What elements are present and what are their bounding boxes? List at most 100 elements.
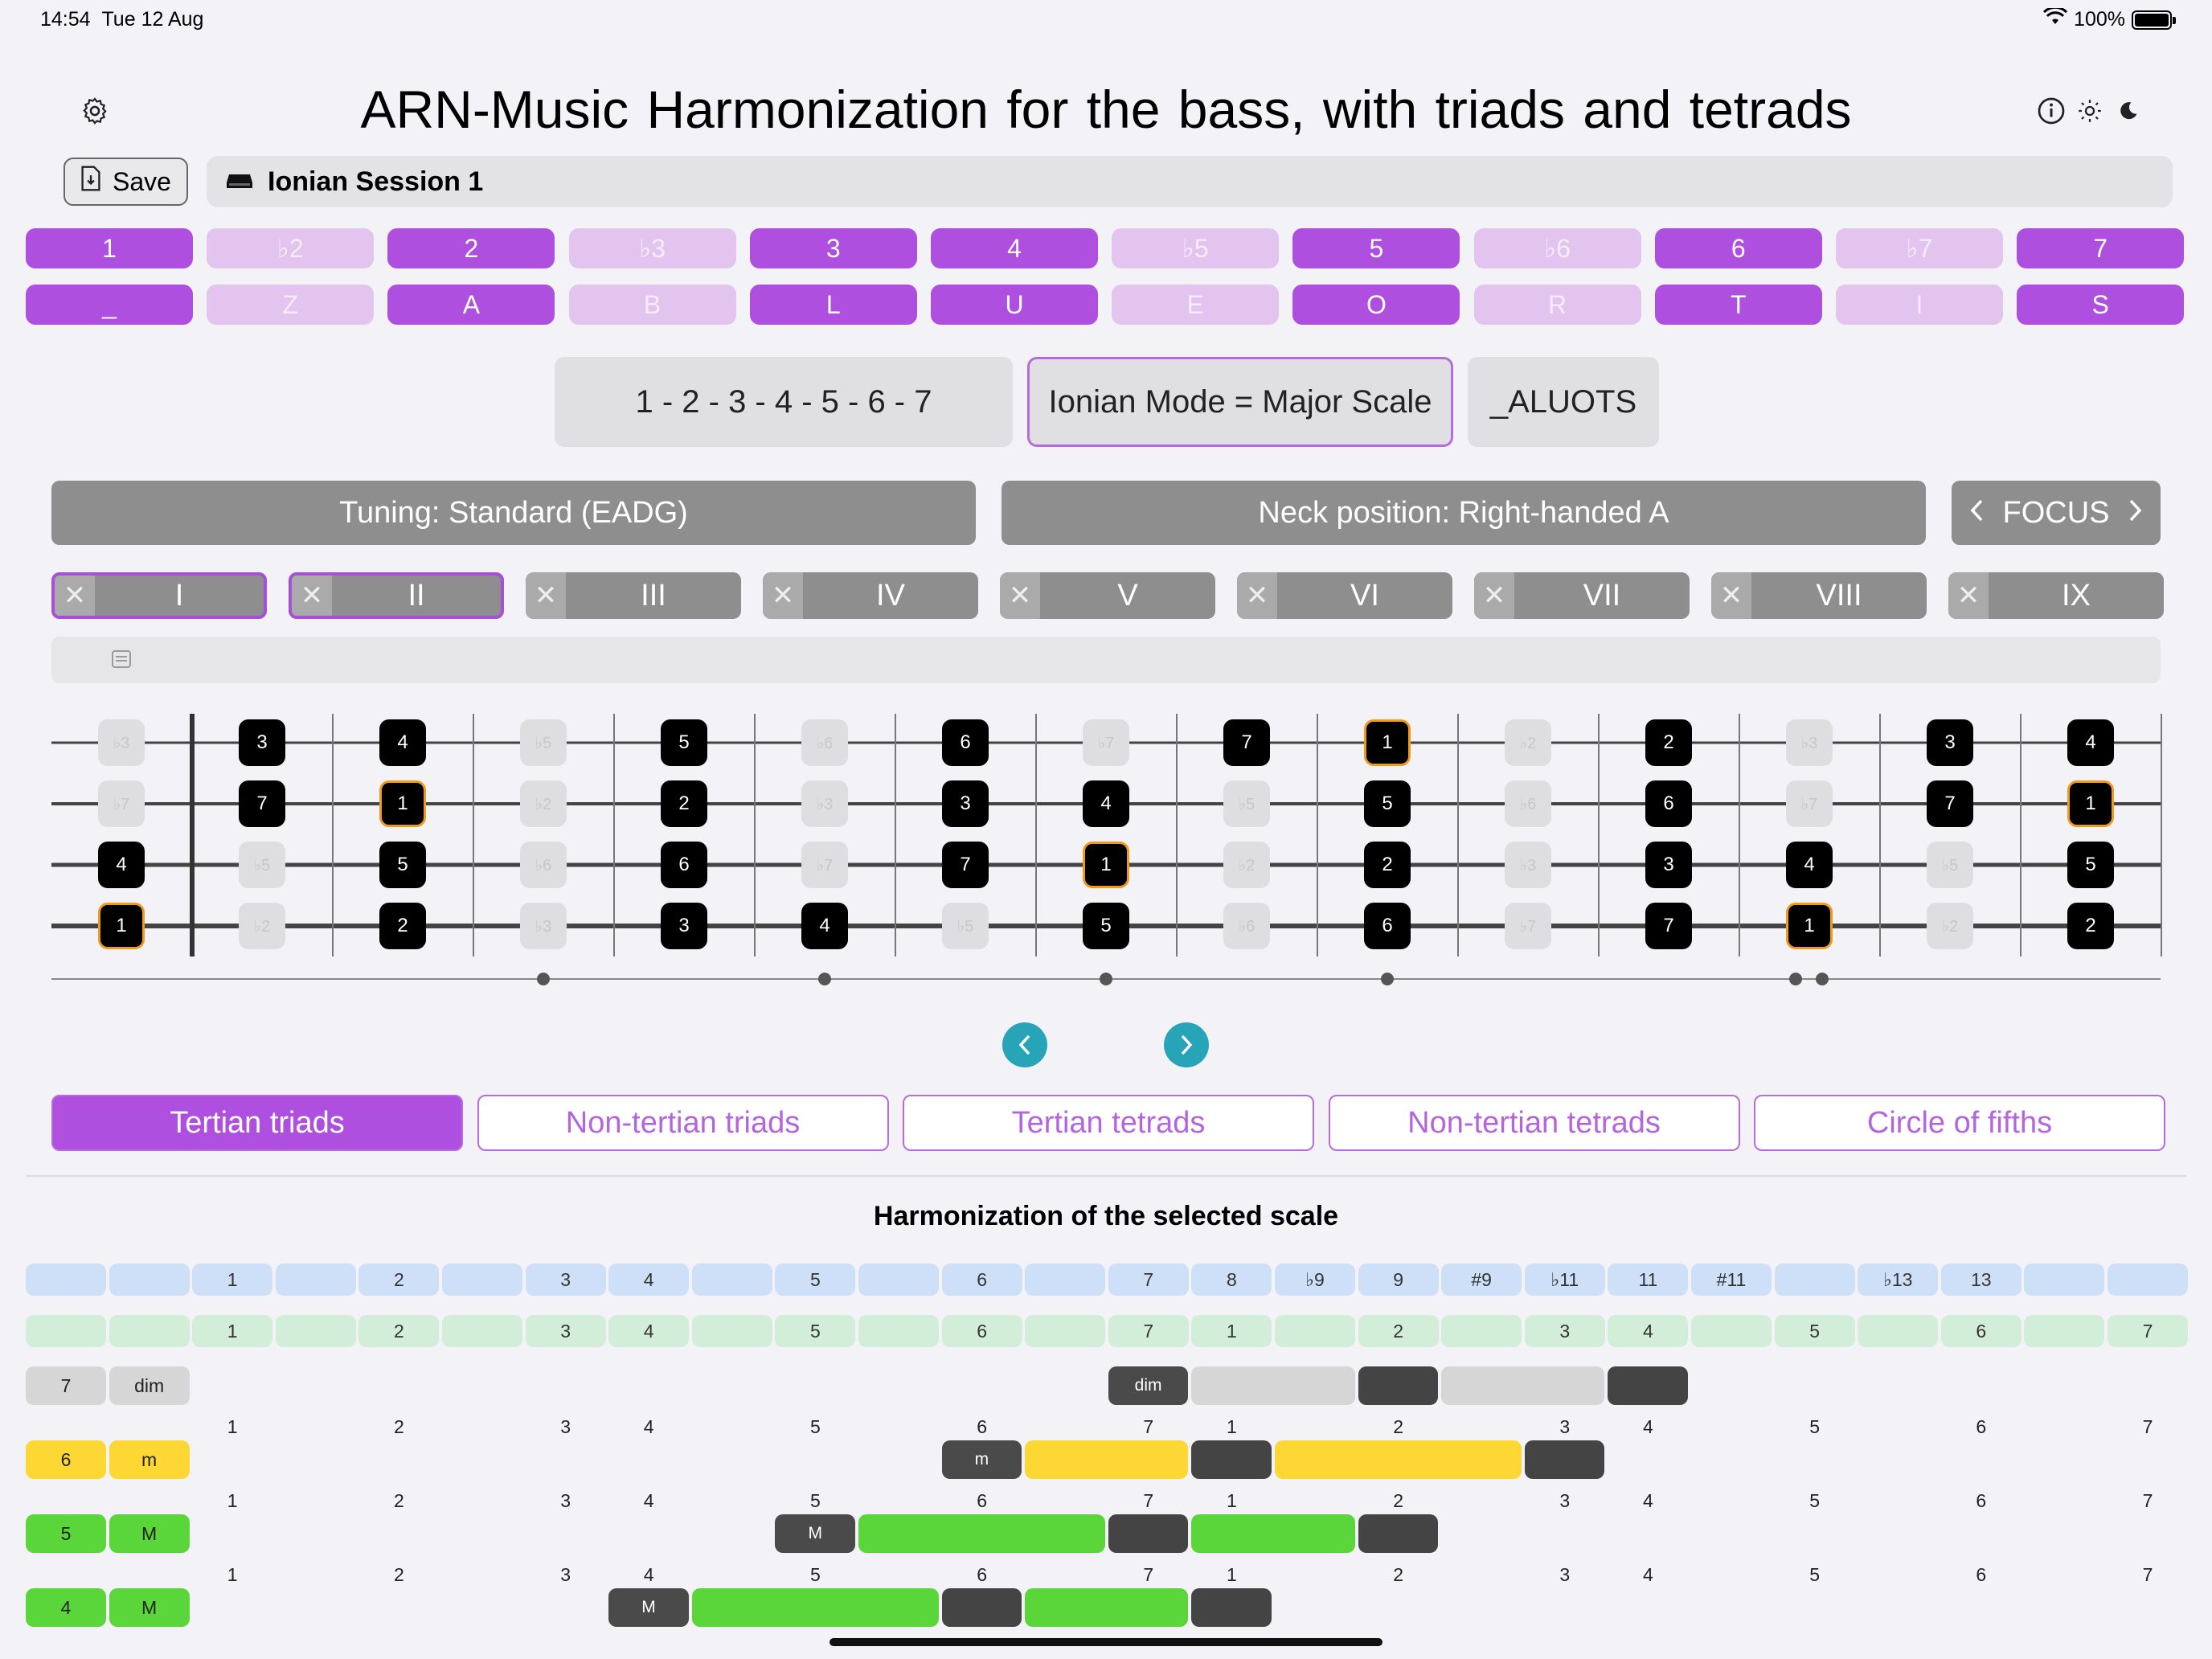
degree-button[interactable]: ♭5 <box>1112 228 1280 268</box>
note-in-scale[interactable]: 7 <box>239 780 285 827</box>
letter-button[interactable]: T <box>1654 285 1822 325</box>
close-icon[interactable]: ✕ <box>763 572 803 619</box>
tab-circle-of-fifths[interactable]: Circle of fifths <box>1754 1095 2165 1151</box>
note-in-scale[interactable]: 2 <box>1364 842 1411 888</box>
scale-name[interactable]: Ionian Mode = Major Scale <box>1027 357 1453 447</box>
note-in-scale[interactable]: 5 <box>1083 903 1129 949</box>
note-out-of-scale[interactable]: ♭6 <box>1223 903 1270 949</box>
note-in-scale[interactable]: 7 <box>1223 719 1270 766</box>
note-out-of-scale[interactable]: ♭7 <box>1786 780 1833 827</box>
note-in-scale[interactable]: 4 <box>98 842 145 888</box>
note-out-of-scale[interactable]: ♭5 <box>239 842 285 888</box>
degree-button[interactable]: 1 <box>26 228 193 268</box>
note-in-scale[interactable]: 3 <box>239 719 285 766</box>
chord-quality-label[interactable]: m <box>109 1440 190 1479</box>
sun-icon[interactable] <box>2074 95 2106 127</box>
note-out-of-scale[interactable]: ♭7 <box>801 842 848 888</box>
note-out-of-scale[interactable]: ♭6 <box>520 842 567 888</box>
note-root[interactable]: 1 <box>2067 780 2114 827</box>
note-in-scale[interactable]: 4 <box>1083 780 1129 827</box>
letter-button[interactable]: O <box>1292 285 1460 325</box>
note-out-of-scale[interactable]: ♭3 <box>1505 842 1551 888</box>
position-button[interactable]: ✕I <box>51 572 267 619</box>
letter-button[interactable]: E <box>1112 285 1280 325</box>
letter-button[interactable]: U <box>931 285 1098 325</box>
letter-button[interactable]: Z <box>207 285 375 325</box>
note-in-scale[interactable]: 4 <box>1786 842 1833 888</box>
note-out-of-scale[interactable]: ♭3 <box>98 719 145 766</box>
chevron-right-icon[interactable] <box>2127 496 2143 530</box>
close-icon[interactable]: ✕ <box>292 576 332 616</box>
note-root[interactable]: 1 <box>1083 842 1129 888</box>
note-out-of-scale[interactable]: ♭3 <box>520 903 567 949</box>
note-in-scale[interactable]: 3 <box>661 903 707 949</box>
degree-button[interactable]: 5 <box>1292 228 1460 268</box>
note-in-scale[interactable]: 2 <box>661 780 707 827</box>
position-button[interactable]: ✕II <box>289 572 504 619</box>
chord-quality-label[interactable]: M <box>109 1514 190 1553</box>
chord-degree-label[interactable]: 6 <box>26 1440 106 1479</box>
tab-tertian-tetrads[interactable]: Tertian tetrads <box>903 1095 1314 1151</box>
note-in-scale[interactable]: 6 <box>661 842 707 888</box>
note-out-of-scale[interactable]: ♭7 <box>98 780 145 827</box>
letter-button[interactable]: A <box>387 285 555 325</box>
note-out-of-scale[interactable]: ♭2 <box>520 780 567 827</box>
note-root[interactable]: 1 <box>1364 719 1411 766</box>
close-icon[interactable]: ✕ <box>1948 572 1989 619</box>
degree-button[interactable]: ♭6 <box>1473 228 1641 268</box>
next-button[interactable] <box>1164 1022 1209 1067</box>
close-icon[interactable]: ✕ <box>1711 572 1751 619</box>
note-out-of-scale[interactable]: ♭5 <box>1223 780 1270 827</box>
notes-icon[interactable] <box>111 649 132 673</box>
note-out-of-scale[interactable]: ♭2 <box>1223 842 1270 888</box>
note-out-of-scale[interactable]: ♭7 <box>1083 719 1129 766</box>
chord-degree-label[interactable]: 5 <box>26 1514 106 1553</box>
note-in-scale[interactable]: 5 <box>379 842 426 888</box>
note-out-of-scale[interactable]: ♭3 <box>801 780 848 827</box>
neck-position-button[interactable]: Neck position: Right-handed A <box>1002 481 1926 545</box>
note-out-of-scale[interactable]: ♭7 <box>1505 903 1551 949</box>
position-button[interactable]: ✕VII <box>1474 572 1690 619</box>
degree-button[interactable]: ♭2 <box>207 228 375 268</box>
position-button[interactable]: ✕V <box>1000 572 1215 619</box>
note-in-scale[interactable]: 6 <box>942 719 989 766</box>
letter-button[interactable]: R <box>1473 285 1641 325</box>
note-out-of-scale[interactable]: ♭5 <box>942 903 989 949</box>
note-out-of-scale[interactable]: ♭6 <box>801 719 848 766</box>
note-out-of-scale[interactable]: ♭5 <box>520 719 567 766</box>
chevron-left-icon[interactable] <box>1969 496 1985 530</box>
note-in-scale[interactable]: 7 <box>1645 903 1692 949</box>
letter-button[interactable]: L <box>749 285 917 325</box>
save-button[interactable]: Save <box>63 158 188 206</box>
previous-button[interactable] <box>1002 1022 1047 1067</box>
note-out-of-scale[interactable]: ♭2 <box>1505 719 1551 766</box>
position-button[interactable]: ✕VIII <box>1711 572 1927 619</box>
tab-non-tertian-tetrads[interactable]: Non-tertian tetrads <box>1328 1095 1740 1151</box>
gear-icon[interactable] <box>77 93 113 129</box>
letter-button[interactable]: B <box>568 285 736 325</box>
degree-button[interactable]: 2 <box>387 228 555 268</box>
position-button[interactable]: ✕IV <box>763 572 978 619</box>
note-out-of-scale[interactable]: ♭2 <box>239 903 285 949</box>
scale-code[interactable]: _ALUOTS <box>1468 357 1659 447</box>
note-in-scale[interactable]: 4 <box>801 903 848 949</box>
close-icon[interactable]: ✕ <box>1237 572 1277 619</box>
note-in-scale[interactable]: 5 <box>661 719 707 766</box>
chord-degree-label[interactable]: 4 <box>26 1588 106 1627</box>
chord-quality-label[interactable]: dim <box>109 1366 190 1405</box>
note-in-scale[interactable]: 6 <box>1364 903 1411 949</box>
note-in-scale[interactable]: 5 <box>2067 842 2114 888</box>
degree-button[interactable]: 7 <box>2017 228 2185 268</box>
position-button[interactable]: ✕VI <box>1237 572 1452 619</box>
note-in-scale[interactable]: 2 <box>2067 903 2114 949</box>
degree-button[interactable]: 4 <box>931 228 1098 268</box>
close-icon[interactable]: ✕ <box>1000 572 1040 619</box>
note-out-of-scale[interactable]: ♭3 <box>1786 719 1833 766</box>
tab-tertian-triads[interactable]: Tertian triads <box>51 1095 463 1151</box>
tab-non-tertian-triads[interactable]: Non-tertian triads <box>477 1095 889 1151</box>
note-in-scale[interactable]: 3 <box>942 780 989 827</box>
note-in-scale[interactable]: 4 <box>2067 719 2114 766</box>
letter-button[interactable]: I <box>1836 285 2003 325</box>
degree-button[interactable]: 3 <box>749 228 917 268</box>
position-button[interactable]: ✕IX <box>1948 572 2164 619</box>
